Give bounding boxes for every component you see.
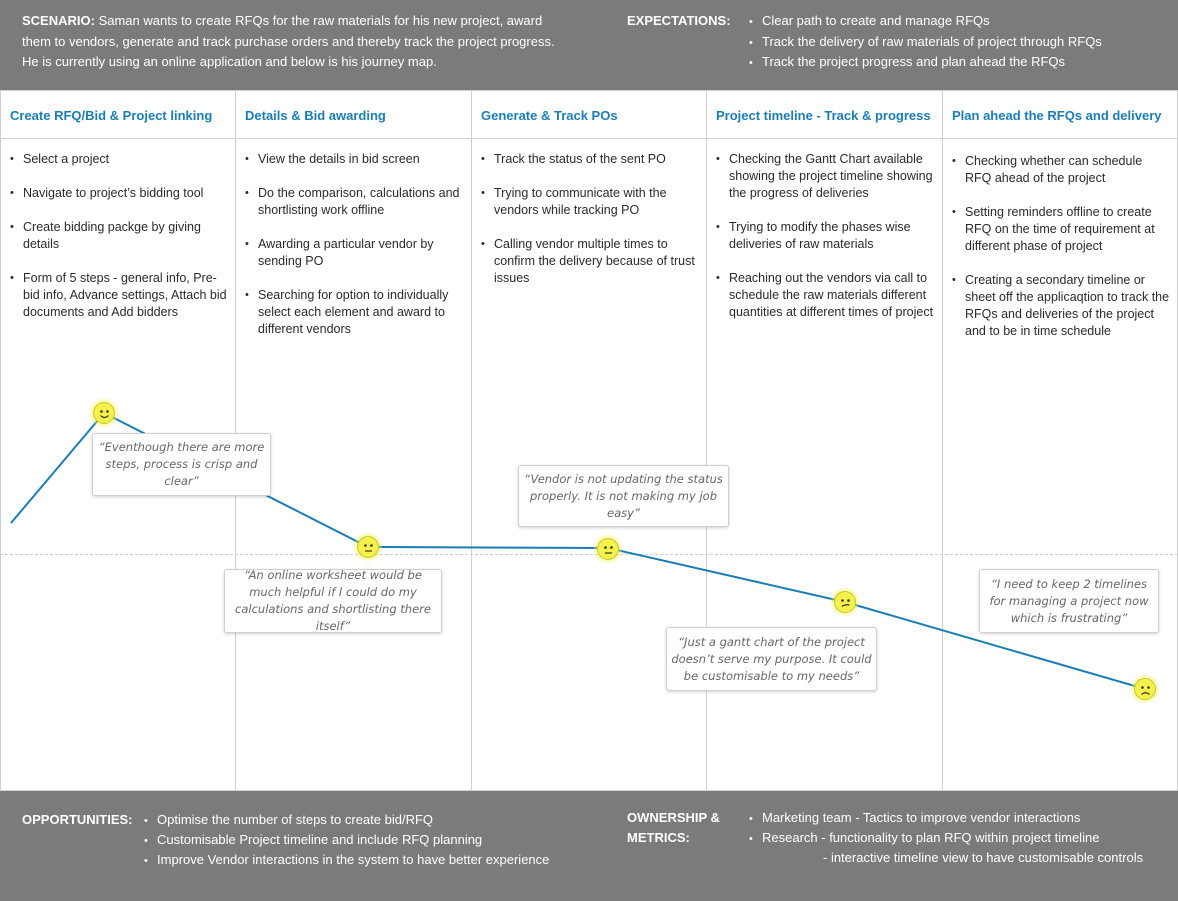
happy-face-icon [93,402,115,424]
scenario-line-2: them to vendors, generate and track purc… [22,34,555,49]
quote-card: “I need to keep 2 timelines for managing… [979,569,1159,633]
stage-title: Project timeline - Track & progress [716,108,931,123]
task-item: Select a project [10,151,229,168]
expectation-item: Track the delivery of raw materials of p… [749,32,1102,53]
task-item: Calling vendor multiple times to confirm… [481,236,700,287]
ownership-continuation: - interactive timeline view to have cust… [823,850,1144,865]
stage-column: Create RFQ/Bid & Project linking Select … [1,91,236,790]
scenario-line-1: Saman wants to create RFQs for the raw m… [98,13,543,28]
expectations-label: EXPECTATIONS: [627,13,731,28]
task-item: Do the comparison, calculations and shor… [245,185,465,219]
opportunity-item: Improve Vendor interactions in the syste… [144,850,549,871]
scenario-line-3: He is currently using an online applicat… [22,54,437,69]
stage-task-list: Select a project Navigate to project’s b… [10,151,229,338]
task-item: View the details in bid screen [245,151,465,168]
task-item: Track the status of the sent PO [481,151,700,168]
opportunities-label: OPPORTUNITIES: [22,812,133,827]
scenario-label: SCENARIO: [22,13,95,28]
stage-header: Generate & Track POs [472,91,706,139]
stage-columns: Create RFQ/Bid & Project linking Select … [0,90,1178,791]
task-item: Trying to modify the phases wise deliver… [716,219,936,253]
quote-card: “Just a gantt chart of the project doesn… [666,627,877,691]
task-item: Checking the Gantt Chart available showi… [716,151,936,202]
stage-title: Plan ahead the RFQs and delivery [952,108,1162,123]
stage-header: Plan ahead the RFQs and delivery [943,91,1177,139]
task-item: Trying to communicate with the vendors w… [481,185,700,219]
stage-column: Generate & Track POs Track the status of… [472,91,707,790]
quote-card: “An online worksheet would be much helpf… [224,568,442,633]
quote-card: “Eventhough there are more steps, proces… [92,433,271,496]
stage-column: Project timeline - Track & progress Chec… [707,91,943,790]
task-item: Reaching out the vendors via call to sch… [716,270,936,321]
task-item: Navigate to project’s bidding tool [10,185,229,202]
task-item: Setting reminders offline to create RFQ … [952,204,1171,255]
stage-task-list: Checking whether can schedule RFQ ahead … [952,153,1171,357]
ownership-label-1: OWNERSHIP & [627,810,720,825]
neutral-face-icon [597,538,619,560]
opportunity-item: Customisable Project timeline and includ… [144,830,482,851]
quote-card: “Vendor is not updating the status prope… [518,465,729,527]
ownership-item: Research - functionality to plan RFQ wit… [749,828,1099,849]
task-item: Create bidding packge by giving details [10,219,229,253]
stage-header: Create RFQ/Bid & Project linking [1,91,235,139]
expectation-item: Track the project progress and plan ahea… [749,52,1065,73]
stage-column: Plan ahead the RFQs and delivery Checkin… [943,91,1177,790]
sad-face-icon [1134,678,1156,700]
task-item: Checking whether can schedule RFQ ahead … [952,153,1171,187]
stage-title: Generate & Track POs [481,108,618,123]
stage-header: Details & Bid awarding [236,91,471,139]
neutral-baseline [0,554,1178,555]
neutral-face-icon [357,536,379,558]
stage-task-list: Checking the Gantt Chart available showi… [716,151,936,338]
opportunity-item: Optimise the number of steps to create b… [144,810,433,831]
stage-column: Details & Bid awarding View the details … [236,91,472,790]
task-item: Searching for option to individually sel… [245,287,465,338]
stage-task-list: View the details in bid screen Do the co… [245,151,465,355]
stage-title: Create RFQ/Bid & Project linking [10,108,213,123]
task-item: Form of 5 steps - general info, Pre-bid … [10,270,229,321]
ownership-label-2: METRICS: [627,830,690,845]
header-band: SCENARIO: Saman wants to create RFQs for… [0,0,1178,90]
stage-task-list: Track the status of the sent PO Trying t… [481,151,700,304]
footer-band: OPPORTUNITIES: Optimise the number of st… [0,791,1178,901]
task-item: Awarding a particular vendor by sending … [245,236,465,270]
ownership-item: Marketing team - Tactics to improve vend… [749,808,1080,829]
confused-face-icon [834,591,856,613]
stage-title: Details & Bid awarding [245,108,386,123]
task-item: Creating a secondary timeline or sheet o… [952,272,1171,340]
stage-header: Project timeline - Track & progress [707,91,942,139]
expectation-item: Clear path to create and manage RFQs [749,11,990,32]
